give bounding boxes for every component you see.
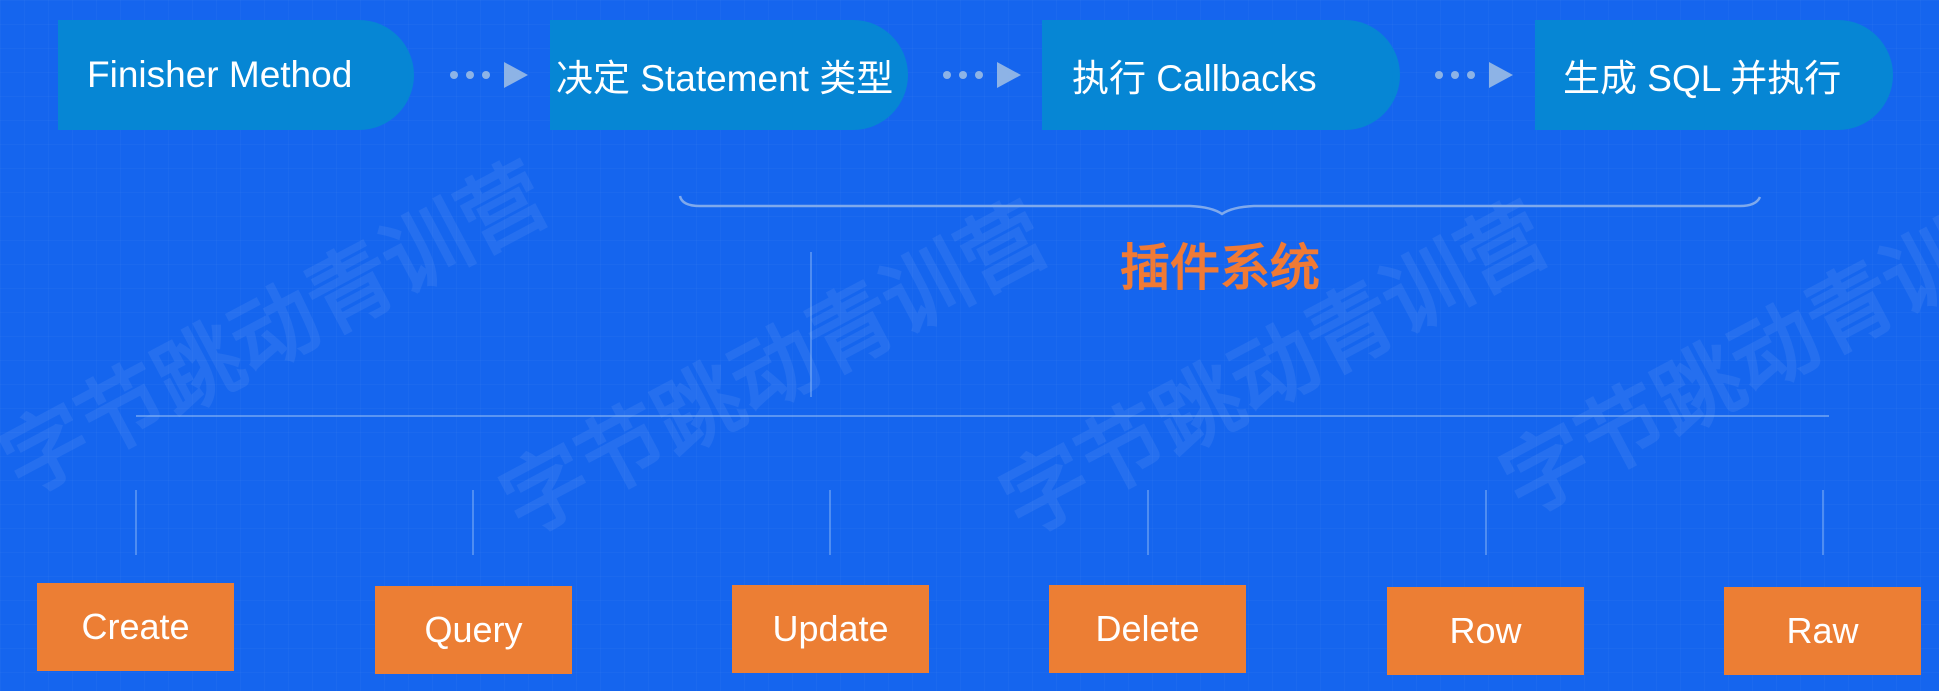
callback-create-box: Create	[37, 583, 234, 671]
callback-label: Delete	[1095, 608, 1200, 649]
stage-finisher-method: Finisher Method	[58, 20, 414, 130]
connector-line	[1147, 490, 1149, 555]
flow-arrow	[450, 60, 536, 90]
callback-row-box: Row	[1387, 587, 1584, 675]
plugin-system-label: 插件系统	[1120, 239, 1320, 297]
arrow-head-icon	[1489, 62, 1513, 88]
stage-decide-statement-type: 决定 Statement 类型	[550, 20, 908, 130]
connector-line	[829, 490, 831, 555]
connector-line	[472, 490, 474, 555]
callback-label: Raw	[1786, 610, 1859, 651]
callback-delete-box: Delete	[1049, 585, 1246, 673]
arrow-head-icon	[997, 62, 1021, 88]
connector-line	[135, 490, 137, 555]
stage-label: 生成 SQL 并执行	[1563, 58, 1842, 99]
callback-update-box: Update	[732, 585, 929, 673]
callback-label: Query	[424, 609, 523, 650]
stage-label: Finisher Method	[87, 54, 353, 95]
stage-execute-callbacks: 执行 Callbacks	[1042, 20, 1400, 130]
callback-label: Row	[1449, 610, 1522, 651]
bus-line	[136, 415, 1829, 417]
flow-arrow	[1435, 60, 1521, 90]
flow-arrow	[943, 60, 1029, 90]
connector-line	[1485, 490, 1487, 555]
stage-generate-sql: 生成 SQL 并执行	[1535, 20, 1893, 130]
connector-line	[1822, 490, 1824, 555]
stage-label: 决定 Statement 类型	[556, 58, 894, 99]
stage-label: 执行 Callbacks	[1072, 58, 1317, 99]
callback-label: Update	[772, 608, 889, 649]
callback-label: Create	[81, 606, 190, 647]
callback-raw-box: Raw	[1724, 587, 1921, 675]
callback-query-box: Query	[375, 586, 572, 674]
connector-line	[810, 252, 812, 397]
arrow-head-icon	[504, 62, 528, 88]
